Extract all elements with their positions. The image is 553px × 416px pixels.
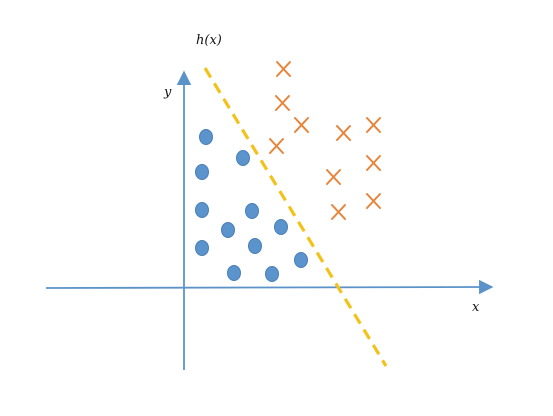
cross-marker-icon bbox=[277, 62, 290, 76]
cross-marker-icon bbox=[295, 118, 308, 132]
circle-marker-icon bbox=[200, 130, 213, 145]
circle-marker-icon bbox=[295, 253, 308, 268]
cross-marker-icon bbox=[270, 139, 283, 153]
circle-marker-icon bbox=[228, 266, 241, 281]
circle-marker-icon bbox=[222, 223, 235, 238]
cross-marker-icon bbox=[367, 156, 380, 170]
cross-marker-icon bbox=[276, 96, 289, 110]
circle-marker-icon bbox=[196, 203, 209, 218]
circle-marker-icon bbox=[196, 241, 209, 256]
cross-marker-icon bbox=[332, 205, 345, 219]
x-axis-line bbox=[46, 287, 492, 288]
circle-marker-icon bbox=[266, 267, 279, 282]
cross-points bbox=[270, 62, 380, 219]
circle-marker-icon bbox=[275, 220, 288, 235]
circle-points bbox=[196, 130, 308, 282]
circle-marker-icon bbox=[237, 151, 250, 166]
cross-marker-icon bbox=[327, 170, 340, 184]
cross-marker-icon bbox=[337, 126, 350, 140]
x-axis-label: x bbox=[472, 300, 480, 315]
boundary-label: h(x) bbox=[196, 33, 222, 48]
cross-marker-icon bbox=[367, 194, 380, 208]
circle-marker-icon bbox=[249, 239, 262, 254]
circle-marker-icon bbox=[246, 204, 259, 219]
circle-marker-icon bbox=[196, 165, 209, 180]
decision-boundary-line bbox=[205, 68, 386, 366]
cross-marker-icon bbox=[367, 118, 380, 132]
y-axis-label: y bbox=[163, 85, 172, 100]
